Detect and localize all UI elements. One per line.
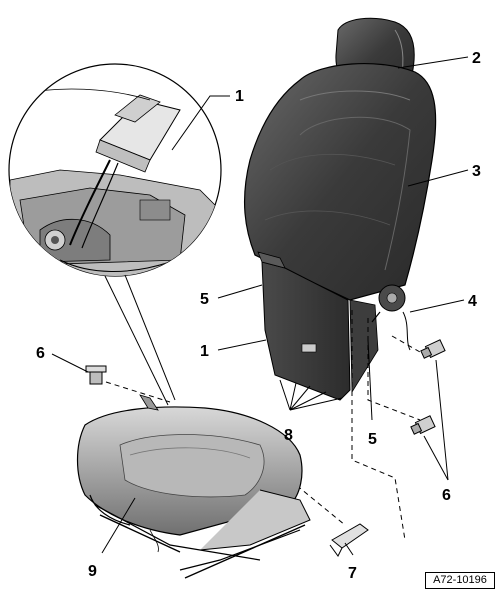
reference-code: A72-10196 xyxy=(425,572,495,589)
callout-bolt-left: 6 xyxy=(36,345,45,362)
callout-clip: 7 xyxy=(348,565,357,582)
callout-buckle-inset: 1 xyxy=(235,88,244,105)
callout-frame-bracket-right: 5 xyxy=(368,431,377,448)
callout-leaders xyxy=(51,56,469,556)
callout-frame-bracket-left: 5 xyxy=(200,291,209,308)
callout-panel-bolts: 8 xyxy=(284,427,293,444)
clip xyxy=(329,523,369,557)
bolts-right xyxy=(410,339,446,435)
seat-cushion xyxy=(76,394,303,536)
inset-detail xyxy=(8,63,222,277)
seat-frame xyxy=(89,489,311,579)
callout-backrest: 3 xyxy=(472,163,481,180)
callout-hinge-cover: 4 xyxy=(468,293,477,310)
backrest-rear-panel xyxy=(257,251,379,401)
callout-buckle-back: 1 xyxy=(200,343,209,360)
callout-bolts-right: 6 xyxy=(442,487,451,504)
backrest xyxy=(243,62,437,301)
bolt-left xyxy=(85,365,107,385)
callout-headrest: 2 xyxy=(472,50,481,67)
callout-seat-cushion: 9 xyxy=(88,563,97,580)
inset-leader-lines xyxy=(104,274,176,406)
hinge-cover xyxy=(371,284,411,351)
